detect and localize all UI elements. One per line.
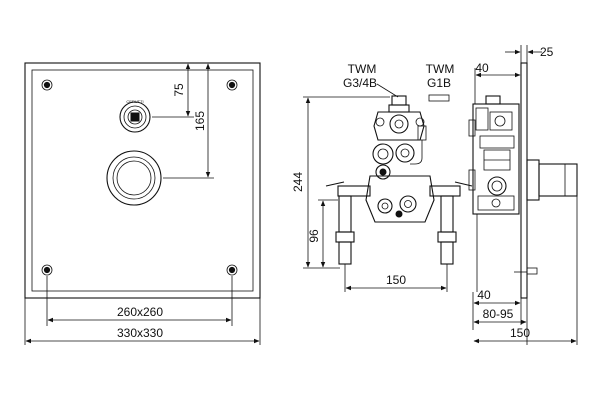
side-view: 25 40 40 80-95 150 xyxy=(468,45,578,345)
dim-150-side: 150 xyxy=(510,326,530,340)
dim-330x330: 330x330 xyxy=(117,326,163,340)
screw-bottom-right xyxy=(226,264,238,276)
small-knob: CERUTTI xyxy=(119,99,151,133)
screw-top-left xyxy=(41,79,53,91)
dim-96: 96 xyxy=(307,229,321,243)
dim-80-95: 80-95 xyxy=(483,307,514,321)
front-plate xyxy=(24,62,261,299)
dim-244: 244 xyxy=(291,172,305,192)
large-knob xyxy=(106,150,162,206)
dim-40-bottom: 40 xyxy=(477,288,491,302)
label-twm-right: TWM xyxy=(426,62,455,76)
front-plate-inner xyxy=(31,69,254,292)
dim-40-top: 40 xyxy=(475,61,489,75)
middle-view: TWM G3/4B TWM G1B xyxy=(291,62,473,292)
dim-260x260: 260x260 xyxy=(117,305,163,319)
front-view: CERUTTI 75 165 260x260 330x330 xyxy=(24,62,261,345)
label-g34b: G3/4B xyxy=(343,76,377,90)
screw-top-right xyxy=(226,79,238,91)
g1b-symbol xyxy=(428,94,450,102)
label-g1b: G1B xyxy=(427,76,451,90)
dim-25: 25 xyxy=(540,45,554,59)
screw-bottom-left xyxy=(41,264,53,276)
dim-150-mid: 150 xyxy=(386,273,406,287)
label-twm-left: TWM xyxy=(348,62,377,76)
dim-165: 165 xyxy=(193,111,207,131)
side-plate xyxy=(520,62,528,299)
knob-brand: CERUTTI xyxy=(126,99,143,104)
dim-75: 75 xyxy=(172,83,186,97)
